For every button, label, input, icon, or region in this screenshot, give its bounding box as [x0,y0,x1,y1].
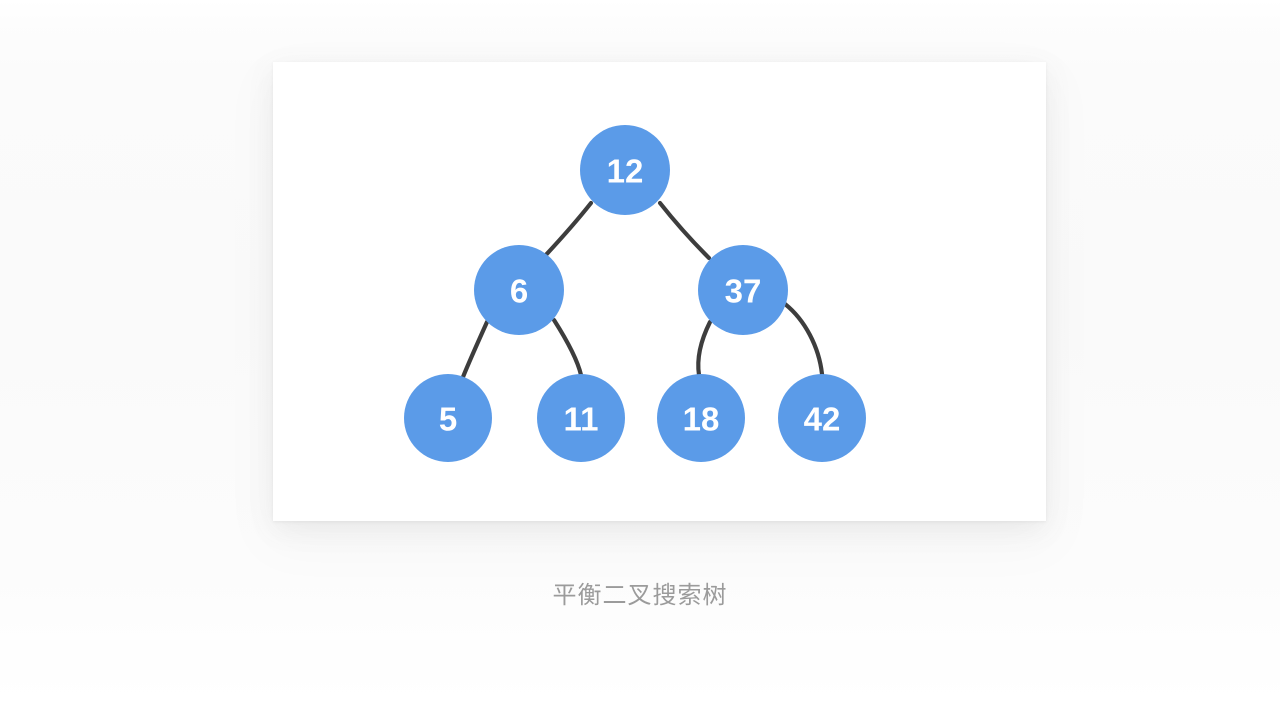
tree-edge-n12-n37 [657,200,712,261]
tree-node-circle-12[interactable] [580,125,670,215]
diagram-card: 12 6 37 5 11 18 42 [273,62,1046,521]
tree-edge-n12-n6 [540,200,594,261]
tree-node-12[interactable]: 12 [580,125,670,215]
tree-node-layer: 12 6 37 5 11 18 42 [404,125,866,462]
tree-node-circle-5[interactable] [404,374,492,462]
tree-edge-layer [460,200,825,380]
tree-node-label-18: 18 [683,401,720,438]
tree-node-circle-6[interactable] [474,245,564,335]
tree-node-circle-42[interactable] [778,374,866,462]
tree-node-6[interactable]: 6 [474,245,564,335]
tree-node-5[interactable]: 5 [404,374,492,462]
tree-edge-n37-n18 [696,319,713,378]
tree-node-37[interactable]: 37 [698,245,788,335]
figure-caption: 平衡二叉搜索树 [552,582,728,609]
tree-node-11[interactable]: 11 [537,374,625,462]
tree-node-label-37: 37 [725,273,762,310]
tree-node-circle-18[interactable] [657,374,745,462]
tree-edge-n6-n11 [551,317,584,378]
tree-node-18[interactable]: 18 [657,374,745,462]
tree-node-label-11: 11 [564,401,599,438]
tree-node-label-42: 42 [804,401,841,438]
tree-node-42[interactable]: 42 [778,374,866,462]
tree-edge-n6-n5 [460,319,490,380]
tree-edge-n37-n42 [782,301,825,377]
tree-node-circle-11[interactable] [537,374,625,462]
tree-node-label-5: 5 [439,401,457,438]
tree-node-circle-37[interactable] [698,245,788,335]
tree-node-label-12: 12 [607,153,644,190]
tree-node-label-6: 6 [510,273,528,310]
binary-search-tree-diagram: 12 6 37 5 11 18 42 [404,125,866,462]
